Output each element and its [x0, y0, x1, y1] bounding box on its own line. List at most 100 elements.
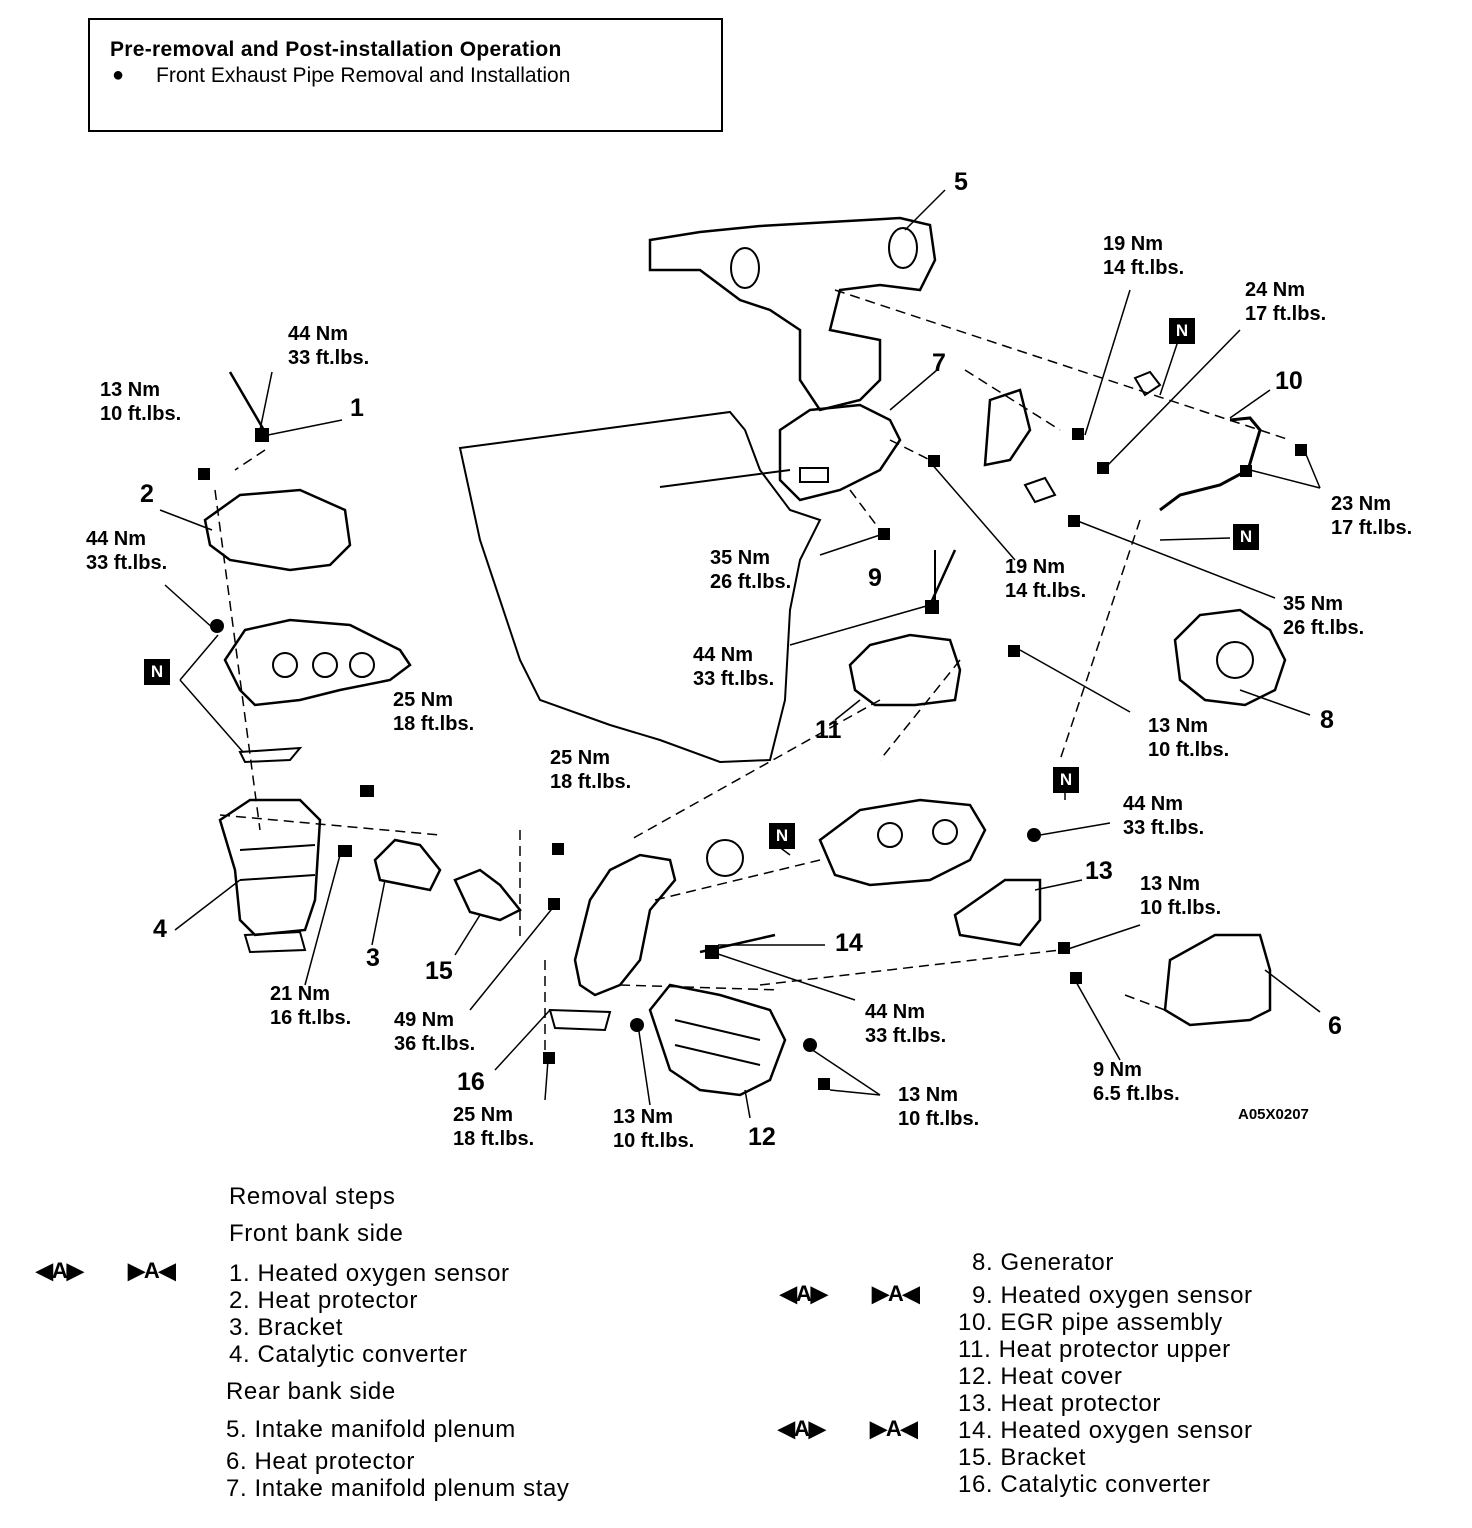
- removal-steps-heading: Removal steps: [229, 1183, 396, 1210]
- bolt-icon: [548, 898, 560, 910]
- step-item: 16. Catalytic converter: [958, 1471, 1211, 1498]
- step-item: 4. Catalytic converter: [229, 1341, 468, 1368]
- part-number-2: 2: [140, 480, 154, 508]
- mark-a-right: ▶A◀: [128, 1258, 176, 1283]
- part-number-14: 14: [835, 929, 863, 957]
- part-number-13: 13: [1085, 857, 1113, 885]
- bolt-icon: [1070, 972, 1082, 984]
- step-item: 12. Heat cover: [958, 1363, 1123, 1390]
- bolt-icon: [360, 785, 374, 797]
- mark-a-left: ◀A▶: [780, 1281, 828, 1306]
- part-number-8: 8: [1320, 706, 1334, 734]
- step-item: 1. Heated oxygen sensor: [229, 1260, 510, 1287]
- step-item: 5. Intake manifold plenum: [226, 1416, 516, 1443]
- rear-catalytic-converter-shape: [573, 853, 677, 997]
- bolt-icon: [1068, 515, 1080, 527]
- bullet-icon: ●: [112, 64, 125, 86]
- bolt-icon: [1240, 465, 1252, 477]
- engine-block-outline: [458, 410, 822, 764]
- bolt-icon: [552, 843, 564, 855]
- front-bank-heading: Front bank side: [229, 1220, 404, 1247]
- mark-a-right: ▶A◀: [872, 1281, 920, 1306]
- part-number-15: 15: [425, 957, 453, 985]
- bolt-icon: [1295, 444, 1307, 456]
- step-item: 6. Heat protector: [226, 1448, 415, 1475]
- n-badge: N: [769, 823, 795, 849]
- bolt-icon: [543, 1052, 555, 1064]
- catalytic-converter-shape: [218, 798, 322, 937]
- egr-pipe-shape: [1159, 416, 1262, 512]
- bolt-icon: [928, 455, 940, 467]
- step-item: 11. Heat protector upper: [958, 1336, 1231, 1363]
- intake-plenum-shape: [648, 216, 937, 412]
- mark-a-left: ◀A▶: [778, 1416, 826, 1441]
- bolt-icon: [338, 845, 352, 857]
- heat-protector-13-shape: [953, 878, 1042, 947]
- heat-cover-shape: [648, 983, 787, 1097]
- step-item: 15. Bracket: [958, 1444, 1086, 1471]
- part-number-16: 16: [457, 1068, 485, 1096]
- step-item: 14. Heated oxygen sensor: [958, 1417, 1253, 1444]
- rear-bank-heading: Rear bank side: [226, 1378, 396, 1405]
- part-number-12: 12: [748, 1123, 776, 1151]
- plenum-stay-shape: [778, 403, 902, 502]
- rear-manifold-shape: [818, 798, 987, 887]
- step-item: 9. Heated oxygen sensor: [972, 1282, 1253, 1309]
- n-badge: N: [1233, 524, 1259, 550]
- part-number-9: 9: [868, 564, 882, 592]
- mark-a-left: ◀A▶: [36, 1258, 84, 1283]
- part-number-7: 7: [932, 349, 946, 377]
- bolt-icon: [198, 468, 210, 480]
- heat-protector-6-shape: [1163, 933, 1272, 1027]
- sensor-icon: [705, 945, 719, 959]
- step-item: 2. Heat protector: [229, 1287, 418, 1314]
- nut-icon: [803, 1038, 817, 1052]
- nut-icon: [630, 1018, 644, 1032]
- bolt-icon: [1072, 428, 1084, 440]
- bolt-icon: [818, 1078, 830, 1090]
- bolt-icon: [1097, 462, 1109, 474]
- bolt-icon: [1058, 942, 1070, 954]
- sensor-icon: [925, 600, 939, 614]
- step-item: 7. Intake manifold plenum stay: [226, 1475, 570, 1502]
- mark-a-right: ▶A◀: [870, 1416, 918, 1441]
- step-item: 10. EGR pipe assembly: [958, 1309, 1223, 1336]
- step-item: 3. Bracket: [229, 1314, 344, 1341]
- sensor-icon: [255, 428, 269, 442]
- bolt-icon: [878, 528, 890, 540]
- nut-icon: [1027, 828, 1041, 842]
- part-number-4: 4: [153, 915, 167, 943]
- bolt-icon: [1008, 645, 1020, 657]
- heat-protector-shape: [203, 488, 352, 572]
- pre-removal-item: Front Exhaust Pipe Removal and Installat…: [156, 64, 571, 87]
- n-badge: N: [144, 659, 170, 685]
- part-number-5: 5: [954, 168, 968, 196]
- n-badge: N: [1169, 318, 1195, 344]
- part-number-10: 10: [1275, 367, 1303, 395]
- pre-removal-box: Pre-removal and Post-installation Operat…: [88, 18, 723, 132]
- front-manifold-shape: [223, 618, 412, 707]
- heat-protector-upper-shape: [848, 633, 962, 707]
- part-number-1: 1: [350, 394, 364, 422]
- part-number-3: 3: [366, 944, 380, 972]
- step-item: 13. Heat protector: [958, 1390, 1161, 1417]
